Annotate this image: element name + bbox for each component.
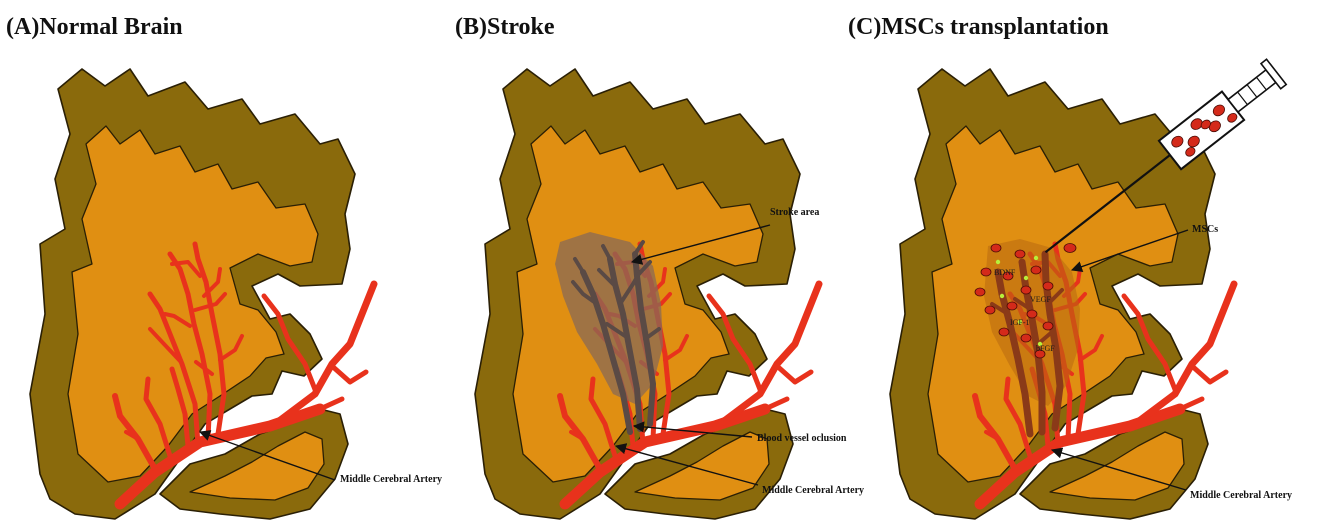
occlusion-label: Blood vessel oclusion [757,433,847,444]
panel-b: (B)Stroke Stroke area Blood v [455,14,864,519]
factor-bfgf: bFGF [1036,344,1055,353]
artery-label-b: Middle Cerebral Artery [762,485,864,496]
brain-b [475,69,819,519]
panel-c-title: (C)MSCs transplantation [848,14,1109,40]
panel-b-title: (B)Stroke [455,14,555,40]
factor-igf: IGF-1 [1010,318,1030,327]
panel-c: (C)MSCs transplantation [848,14,1292,519]
factor-vegf: VEGF [1030,295,1051,304]
mscs-label: MSCs [1192,224,1218,235]
brain-a [30,69,374,519]
panel-a: (A)Normal Brain Middle Cerebral Artery [6,14,442,519]
stroke-area-label: Stroke area [770,207,819,218]
factor-bdnf: BDNF [994,268,1016,277]
panel-a-title: (A)Normal Brain [6,14,183,40]
artery-label-c: Middle Cerebral Artery [1190,490,1292,501]
artery-label-a: Middle Cerebral Artery [340,474,442,485]
